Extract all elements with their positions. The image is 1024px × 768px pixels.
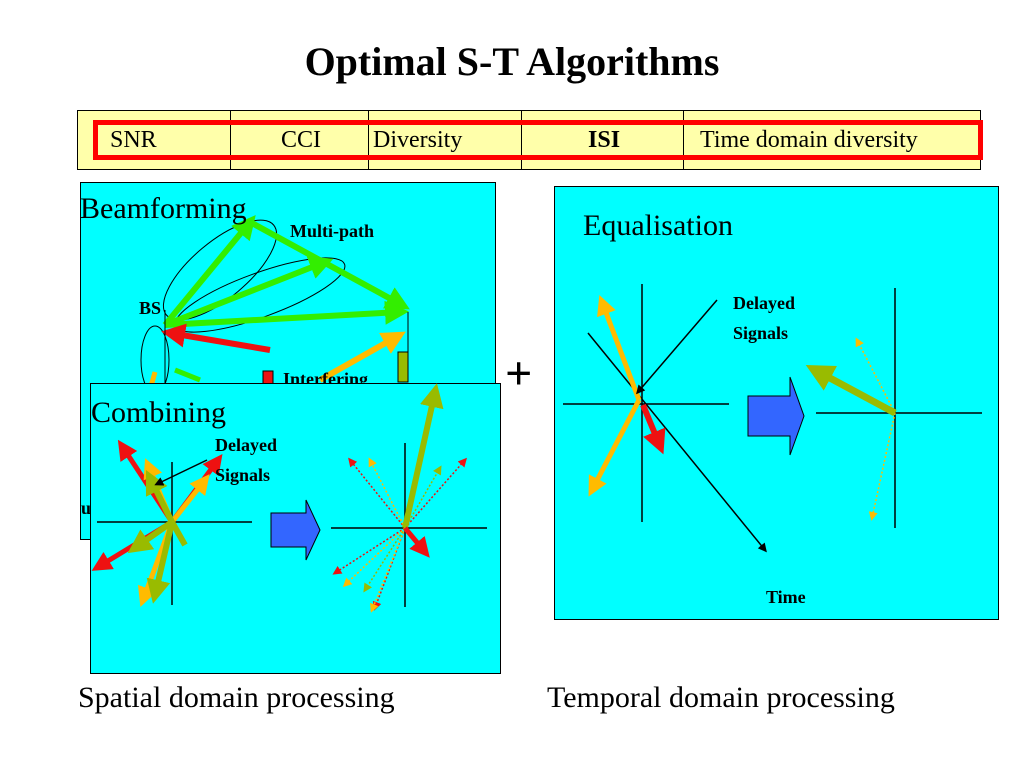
combined-thin-vector-4	[332, 527, 406, 575]
multipath-label: Multi-path	[290, 221, 375, 241]
bs-label: BS	[139, 298, 162, 318]
multipath-arrow-1	[162, 215, 256, 327]
beam-lobe-1	[162, 219, 278, 321]
combining-delayed-label: Delayed	[215, 435, 277, 455]
combining-vector-olive-3	[146, 521, 175, 604]
multipath-arrow-3	[163, 256, 334, 328]
equalisation-block-arrow[interactable]	[747, 376, 805, 456]
equalisation-vector-red	[640, 403, 666, 455]
temporal-caption: Temporal domain processing	[547, 681, 895, 714]
combined-resultant-olive	[402, 383, 444, 529]
equalisation-vector-orange-1	[597, 294, 642, 401]
combined-thin-vector-7	[370, 527, 406, 613]
combining-vector-olive-2	[127, 519, 174, 554]
combining-block-arrow[interactable]	[270, 499, 321, 561]
highlight-box	[93, 120, 983, 160]
combining-vector-orange-3	[170, 474, 210, 524]
equalised-resultant	[805, 365, 897, 417]
equalised-thin-vector-1	[855, 337, 896, 414]
interference-arrow	[161, 323, 271, 353]
equalisation-delayed-label: Delayed	[733, 293, 795, 313]
combined-thin-vector-8	[363, 527, 406, 593]
multipath-arrow-4	[164, 300, 409, 328]
equalisation-signals-label: Signals	[733, 323, 789, 343]
equalisation-vector-orange-2	[588, 398, 642, 497]
header-cell-cci: CCI	[230, 111, 368, 169]
equalised-thin-vector-2	[868, 412, 896, 521]
combining-vector-olive-1	[145, 469, 175, 524]
partial-label: u	[81, 498, 92, 518]
time-label: Time	[766, 587, 806, 607]
combined-thin-vector-1	[348, 457, 406, 529]
combined-thin-vector-5	[342, 527, 406, 588]
plus-sign: +	[505, 347, 533, 400]
header-cell-diversity: Diversity	[368, 111, 521, 169]
combining-signals-label: Signals	[215, 465, 271, 485]
header-cell-isi: ISI	[521, 111, 683, 169]
beamforming-label: Beamforming	[80, 192, 247, 225]
header-cell-snr: SNR	[110, 127, 157, 153]
combining-label: Combining	[91, 396, 227, 429]
spatial-caption: Spatial domain processing	[78, 681, 395, 714]
slide-title: Optimal S-T Algorithms	[304, 39, 720, 84]
combined-thin-vector-9	[404, 465, 442, 529]
header-cell-time-diversity: Time domain diversity	[683, 111, 980, 169]
multipath-arrow-5	[174, 367, 201, 383]
interference-arrow-2	[318, 331, 406, 383]
mobile-unit-icon	[397, 351, 409, 383]
combined-resultant-red	[403, 526, 430, 558]
equalisation-label: Equalisation	[583, 209, 733, 242]
combined-thin-vector-3	[404, 457, 467, 529]
combining-pointer	[154, 459, 208, 486]
combined-thin-vector-2	[368, 457, 406, 529]
time-axis-arrow	[587, 332, 767, 553]
equalisation-pointer	[636, 299, 718, 395]
combining-vector-olive-4	[169, 520, 188, 547]
